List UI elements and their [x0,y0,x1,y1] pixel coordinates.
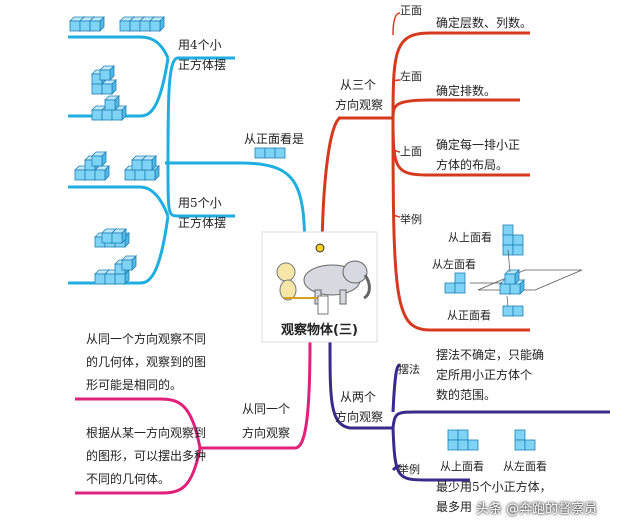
front-view-squares [254,147,286,159]
desc-method-2: 定所用小正方体个 [436,368,533,382]
desc-front: 确定层数、列数。 [436,16,533,30]
cubes-four-b [91,65,127,121]
note1-line3: 形可能是相同的。 [86,378,183,392]
center-node: 观察物体(三) [262,232,377,342]
branch-front-lines [68,35,307,285]
note1-line1: 从同一个方向观察不同 [86,332,207,346]
view-top-two: 从上面看 [440,460,484,473]
note2-line2: 的图形，可以摆出多种 [86,449,207,463]
note2-line1: 根据从某一方向观察到 [86,426,207,440]
desc-example-two-2: 最多用 [436,500,473,514]
two-view-squares [447,429,536,451]
note2-line3: 不同的几何体。 [86,472,171,486]
branch-two-title-1: 从两个 [340,390,377,404]
label-example-three: 举例 [400,213,422,226]
desc-left: 确定排数。 [436,84,497,98]
desc-method-1: 摆法不确定，只能确 [436,348,545,362]
label-method: 摆法 [398,363,420,376]
label-left: 左面 [400,70,422,83]
cubes-five-a [74,151,160,181]
branch-one-lines [75,341,312,495]
branch-three-title-2: 方向观察 [335,98,384,112]
label-top: 上面 [400,145,422,158]
desc-top-2: 方体的布局。 [436,158,509,172]
label-example-two: 举例 [398,463,420,476]
four-cubes-line1: 用4个小 [178,38,222,52]
five-cubes-line1: 用5个小 [178,196,222,210]
branch-front-title: 从正面看是 [244,132,305,146]
branch-three-lines-thin [392,12,401,218]
five-cubes-line2: 正方体摆 [178,216,227,230]
center-illustration [261,231,378,343]
desc-method-3: 数的范围。 [436,388,497,402]
branch-two-title-2: 方向观察 [335,410,384,424]
three-view-figure [444,224,583,317]
view-left-three: 从左面看 [432,258,476,271]
label-front: 正面 [400,4,422,17]
branch-one-title-2: 方向观察 [242,426,291,440]
branch-three-lines [320,31,530,332]
branch-one-title-1: 从同一个 [242,402,291,416]
view-left-two: 从左面看 [503,460,547,473]
center-title: 观察物体(三) [281,323,358,338]
branch-two-lines [328,341,610,482]
desc-example-two-1: 最少用5个小正方体， [436,480,552,494]
view-top-three: 从上面看 [448,231,492,244]
four-cubes-line2: 正方体摆 [178,58,227,72]
desc-top-1: 确定每一排小正 [436,138,521,152]
cubes-four-a [69,16,165,32]
branch-three-title-1: 从三个 [340,78,377,92]
cubes-five-b [94,228,137,285]
note1-line2: 的几何体，观察到的图 [86,355,207,369]
view-front-three: 从正面看 [447,309,491,322]
watermark: 头条 @奔跑的督察员 [476,502,598,517]
